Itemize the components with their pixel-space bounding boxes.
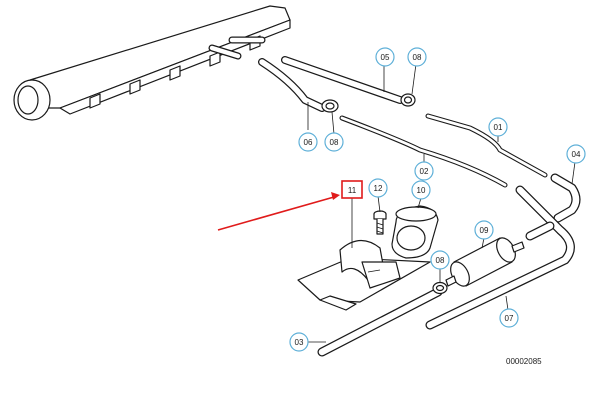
callout-03[interactable]: 03 — [289, 332, 309, 352]
callout-05[interactable]: 05 — [375, 47, 395, 67]
callout-08-filter[interactable]: 08 — [430, 250, 450, 270]
callout-label: 04 — [572, 150, 581, 159]
callout-label: 08 — [330, 138, 339, 147]
hose-06[interactable] — [258, 58, 326, 112]
callout-11-highlighted[interactable]: 11 — [341, 180, 363, 199]
fuel-filter[interactable] — [445, 235, 525, 289]
fuel-pipe-02[interactable] — [339, 115, 508, 188]
highlight-arrow — [217, 192, 340, 231]
hose-05[interactable] — [281, 56, 404, 104]
callout-01[interactable]: 01 — [488, 117, 508, 137]
leader-lines — [307, 63, 576, 343]
hose-clamp-upper-right[interactable] — [400, 93, 416, 107]
callout-12[interactable]: 12 — [368, 178, 388, 198]
callout-08-top[interactable]: 08 — [407, 47, 427, 67]
callout-label: 02 — [420, 167, 429, 176]
hose-segment-filter-outlet[interactable] — [525, 221, 555, 241]
fuel-rail[interactable] — [13, 5, 291, 121]
callout-label: 08 — [413, 53, 422, 62]
rail-connector-pipes[interactable] — [208, 36, 266, 60]
callout-08-left[interactable]: 08 — [324, 132, 344, 152]
callout-label: 03 — [295, 338, 304, 347]
hose-clamp-upper-left[interactable] — [321, 99, 339, 113]
callout-label: 09 — [480, 226, 489, 235]
callout-09[interactable]: 09 — [474, 220, 494, 240]
callout-label: 08 — [436, 256, 445, 265]
bracket[interactable] — [297, 239, 431, 311]
callout-label: 10 — [417, 186, 426, 195]
fuel-pipe-01[interactable] — [425, 113, 548, 178]
callout-02[interactable]: 02 — [414, 161, 434, 181]
diagram-id-label: 00002085 — [506, 357, 542, 366]
hose-clamp-filter[interactable] — [432, 281, 448, 295]
hose-04[interactable] — [550, 173, 581, 223]
callout-06[interactable]: 06 — [298, 132, 318, 152]
callout-label: 12 — [374, 184, 383, 193]
screw[interactable] — [373, 210, 387, 235]
hose-03[interactable] — [317, 287, 443, 357]
hose-07[interactable] — [425, 185, 575, 330]
callout-label: 07 — [505, 314, 514, 323]
callout-label: 11 — [348, 186, 357, 195]
callout-label: 06 — [304, 138, 313, 147]
rubber-ring[interactable] — [391, 205, 439, 259]
callout-10[interactable]: 10 — [411, 180, 431, 200]
callout-label: 05 — [381, 53, 390, 62]
callout-07[interactable]: 07 — [499, 308, 519, 328]
callout-04[interactable]: 04 — [566, 144, 586, 164]
callout-label: 01 — [494, 123, 503, 132]
